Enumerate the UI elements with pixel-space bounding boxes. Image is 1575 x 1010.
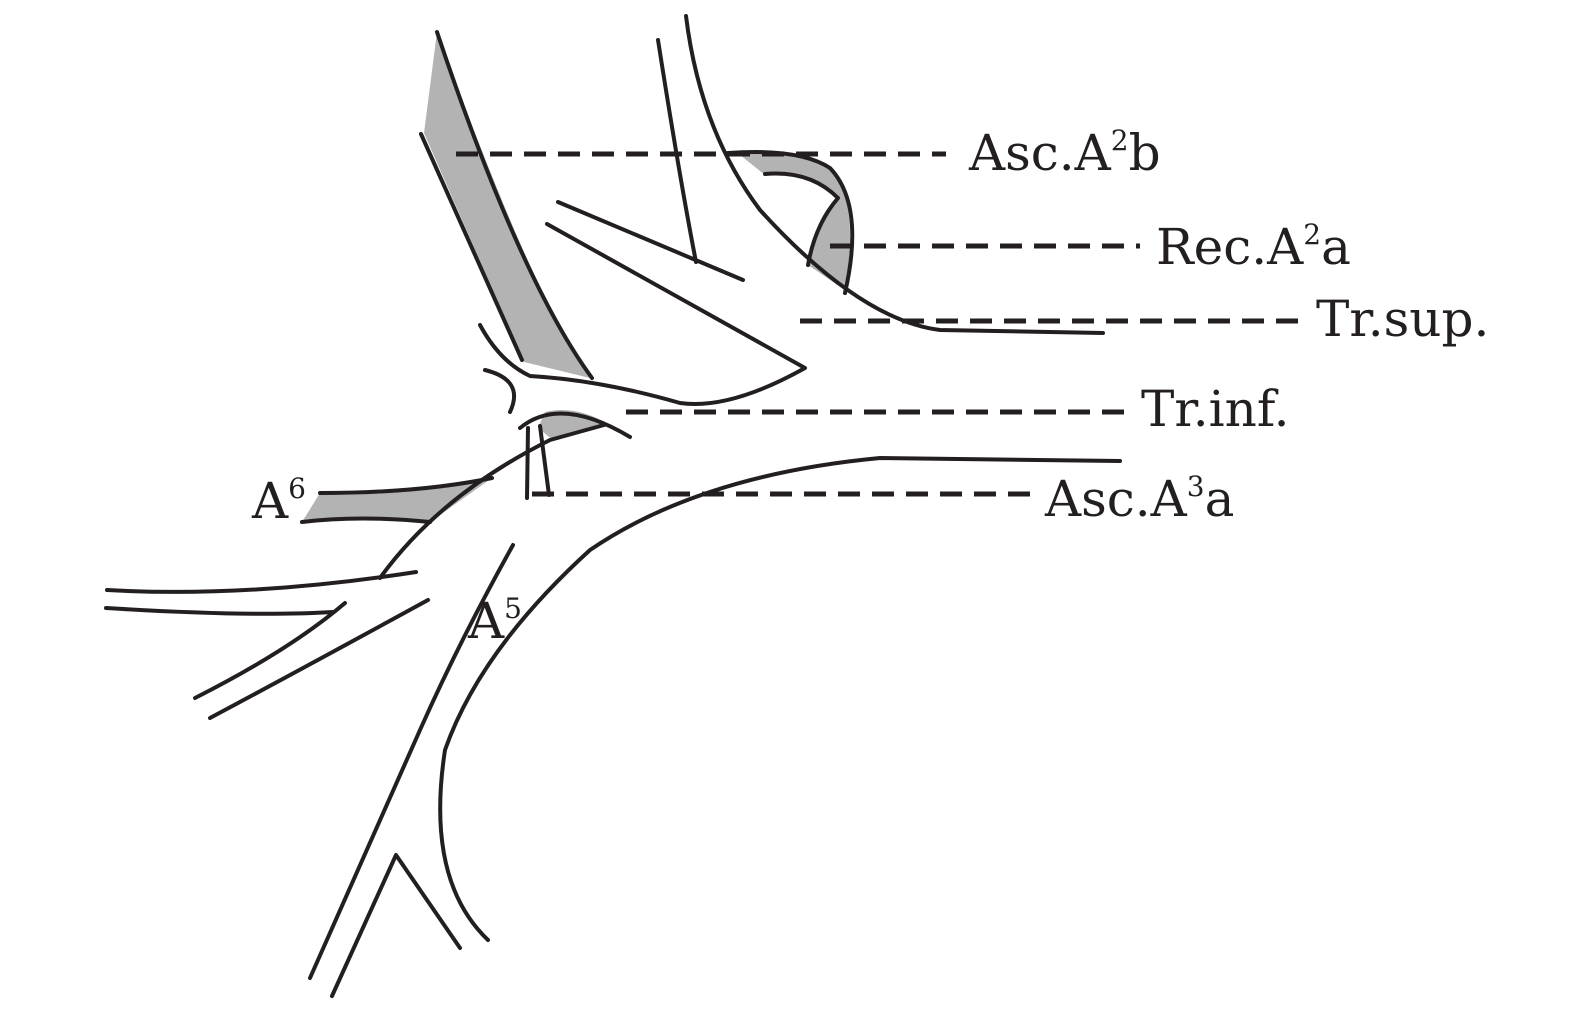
lower-fork: [330, 853, 462, 998]
a6-lower: [300, 516, 432, 524]
a6-upper: [318, 476, 494, 495]
small-branch-2: [518, 411, 632, 439]
small-branch-1: [483, 368, 516, 414]
left-branch-fork-top: [193, 601, 347, 700]
asc-a3a-vessel-1: [525, 426, 530, 500]
left-branch-fork-bottom: [208, 598, 430, 720]
left-branch-middle: [104, 606, 335, 616]
asc-a3a-vessel-2: [538, 424, 551, 497]
trunk-upper-right-outline: [684, 14, 1105, 335]
main-lower-outline: [438, 456, 1122, 942]
a5-left-outline: [308, 543, 515, 980]
shaded-vessels: [302, 32, 850, 522]
a6-label: A6: [251, 472, 306, 530]
vessel-outlines: [104, 14, 1122, 998]
tr-inf-lower: [378, 423, 606, 580]
asc-a2b-outline-left: [419, 132, 524, 362]
branch-upper-line: [556, 200, 745, 282]
rec-a2a-shade: [740, 153, 850, 290]
left-branch-top: [105, 570, 418, 594]
tr-sup-label: Tr.sup.: [1316, 290, 1489, 348]
trunk-upper-left-outline: [656, 38, 698, 264]
branch-wedge: [478, 222, 807, 406]
asc-a3a-label: Asc.A3a: [1044, 470, 1234, 528]
leader-lines: [456, 151, 1300, 497]
asc-a2b-outline-right: [435, 30, 594, 380]
asc-a2b-label: Asc.A2b: [968, 124, 1161, 182]
tr-inf-label: Tr.inf.: [1141, 380, 1289, 438]
rec-a2a-label: Rec.A2a: [1156, 218, 1351, 276]
rec-a2a-inner: [763, 171, 840, 267]
a5-label: A5: [467, 592, 522, 650]
